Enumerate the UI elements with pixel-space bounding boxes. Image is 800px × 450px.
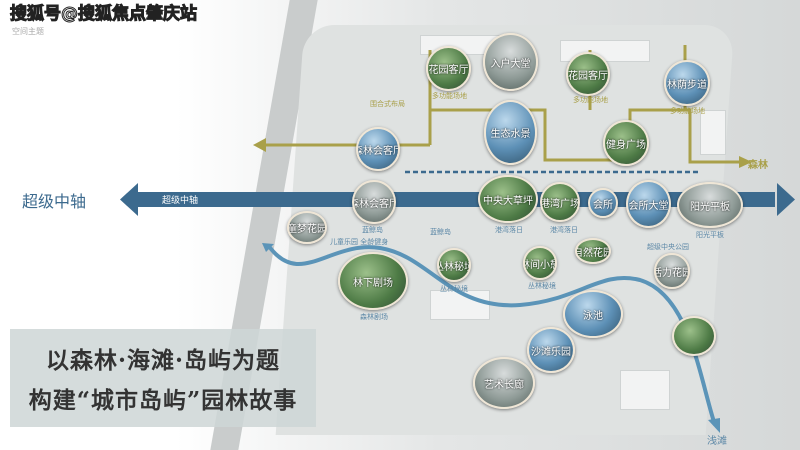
label: 阳光平板: [696, 231, 724, 239]
title-line-1: 以森林·海滩·岛屿为题: [45, 347, 280, 374]
label: 港湾落日: [495, 226, 523, 234]
photo-circle: 港湾广场: [540, 182, 580, 222]
shoal-label: 浅滩: [707, 436, 727, 447]
label: 围合式布局: [370, 100, 405, 108]
label: 多功能场地: [432, 92, 467, 100]
photo-circle: 泳池: [563, 290, 623, 338]
building: [700, 110, 726, 155]
photo-circle: 童梦花园: [287, 211, 327, 244]
axis-arrow-right: [777, 183, 795, 216]
forest-label: 森林: [748, 160, 768, 171]
photo-circle: 森林会客厅: [352, 180, 396, 224]
axis-bar-label: 超级中轴: [162, 196, 199, 206]
label: 多功能场地: [573, 96, 608, 104]
photo-circle: 生态水景: [484, 100, 537, 165]
olive-arrowhead: [739, 156, 752, 168]
axis-label: 超级中轴: [22, 192, 87, 211]
river-arrowhead: [708, 418, 720, 433]
subtitle: 空间主题: [12, 27, 44, 36]
label: 森林剧场: [360, 313, 388, 321]
label: 蓝鲸岛: [362, 226, 383, 234]
label: 丛林秘境: [440, 285, 468, 293]
label: 港湾落日: [550, 226, 578, 234]
river-path: [266, 243, 717, 426]
photo-circle: 自然花园: [575, 238, 611, 264]
title-line-2: 构建“城市岛屿”园林故事: [28, 387, 298, 414]
olive-arrowhead: [253, 138, 266, 152]
river-arrowhead: [262, 243, 274, 252]
label: 丛林秘境: [528, 282, 556, 290]
label: 儿童乐园 全龄健身: [330, 238, 389, 246]
photo-circle: 森林会客厅: [356, 127, 400, 171]
photo-circle: 丛林秘境: [437, 248, 471, 282]
photo-circle: [672, 316, 716, 356]
photo-circle: 会所: [588, 188, 618, 218]
photo-circle: 中央大草坪: [478, 175, 538, 223]
building: [620, 370, 670, 410]
label: 蓝鲸岛: [430, 228, 451, 236]
watermark: 搜狐号@搜狐焦点肇庆站: [10, 4, 198, 25]
photo-circle: 阳光平板: [677, 182, 743, 228]
photo-circle: 林间小憩: [523, 246, 557, 280]
photo-circle: 会所大堂: [626, 180, 671, 228]
axis-arrow-left: [120, 183, 138, 216]
label: 多功能场地: [670, 107, 705, 115]
photo-circle: 花园客厅: [426, 46, 471, 91]
photo-circle: 林荫步道: [664, 60, 710, 106]
photo-circle: 艺术长廊: [473, 357, 535, 409]
photo-circle: 林下剧场: [338, 252, 408, 310]
label: 超级中央公园: [647, 243, 689, 251]
photo-circle: 活力花园: [654, 253, 690, 289]
photo-circle: 沙滩乐园: [527, 327, 575, 373]
title-box: 以森林·海滩·岛屿为题 构建“城市岛屿”园林故事: [10, 329, 316, 427]
photo-circle: 入户大堂: [483, 33, 538, 91]
photo-circle: 健身广场: [603, 120, 649, 166]
photo-circle: 花园客厅: [566, 52, 610, 96]
